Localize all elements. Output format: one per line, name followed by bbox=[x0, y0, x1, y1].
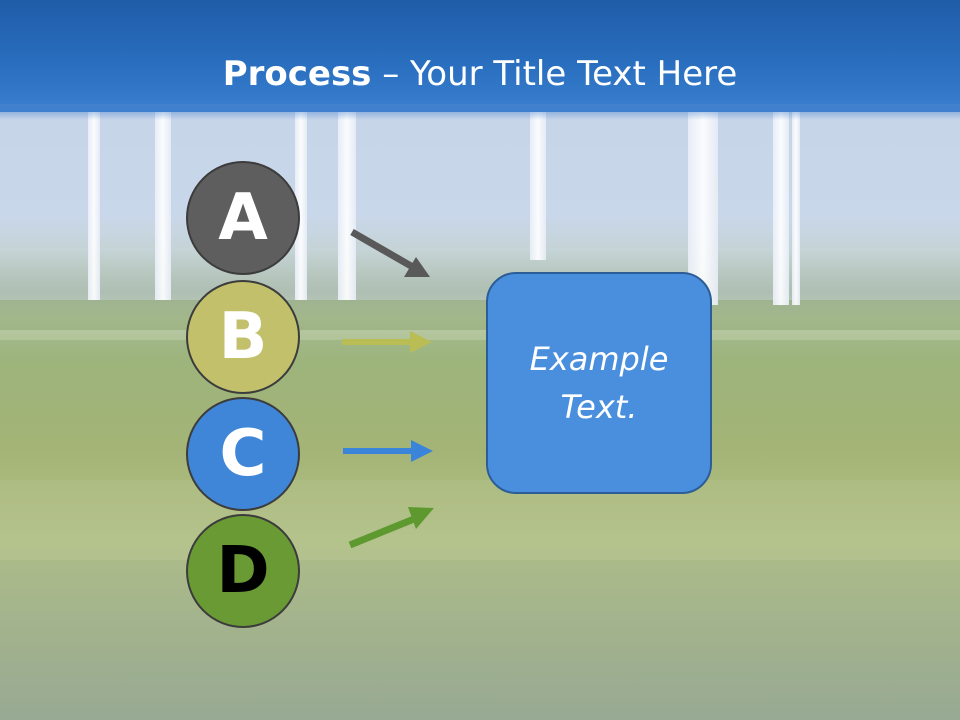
slide-title-bold: Process bbox=[222, 54, 372, 94]
step-c-circle: C bbox=[186, 397, 300, 511]
example-text-line-2: Text. bbox=[560, 388, 638, 426]
background-pole bbox=[792, 110, 800, 305]
background-pole bbox=[530, 110, 546, 260]
title-bar bbox=[0, 0, 960, 112]
background-pole bbox=[688, 110, 718, 305]
step-d-circle: D bbox=[186, 514, 300, 628]
step-a-circle: A bbox=[186, 161, 300, 275]
background-pole bbox=[155, 110, 171, 300]
arrow-a bbox=[350, 228, 430, 277]
background-pole bbox=[88, 110, 100, 300]
arrow-b bbox=[342, 331, 432, 353]
background-field bbox=[0, 300, 960, 330]
step-c-letter: C bbox=[219, 417, 267, 491]
background-field bbox=[0, 340, 960, 480]
step-b-letter: B bbox=[218, 300, 268, 374]
background-field bbox=[0, 560, 960, 720]
step-a-letter: A bbox=[218, 181, 268, 255]
title-bar-fade bbox=[0, 104, 960, 120]
background-pole bbox=[338, 110, 356, 300]
example-text-line-1: Example bbox=[529, 340, 669, 378]
step-b-circle: B bbox=[186, 280, 300, 394]
background-pole bbox=[773, 110, 789, 305]
step-d-letter: D bbox=[216, 534, 270, 608]
arrow-d bbox=[348, 507, 434, 549]
background-pole bbox=[295, 110, 307, 300]
example-text-box: Example Text. bbox=[486, 272, 712, 494]
arrow-c bbox=[343, 440, 433, 462]
slide-title-text: – Your Title Text Here bbox=[371, 54, 738, 94]
slide-title: Process – Your Title Text Here bbox=[0, 52, 960, 96]
